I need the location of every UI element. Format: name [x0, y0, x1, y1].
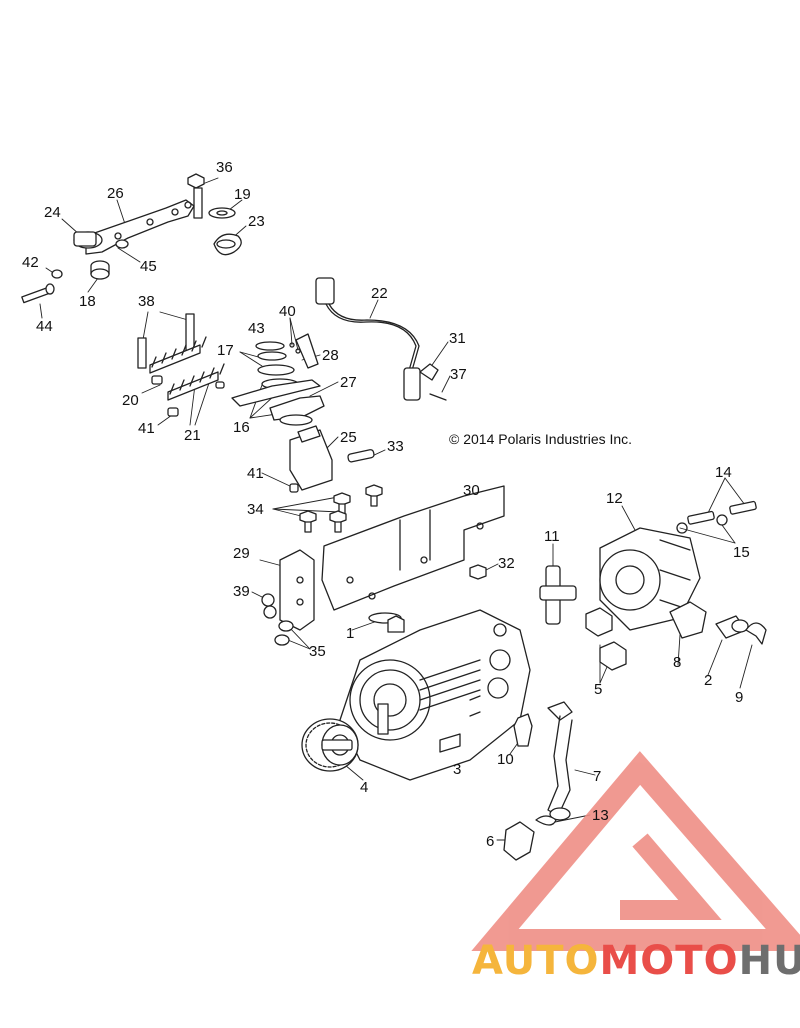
callout-14: 14 [715, 464, 732, 481]
callout-32: 32 [498, 555, 515, 572]
brand-part-moto: MOTO [599, 938, 739, 984]
brand-logo-icon [471, 751, 800, 951]
callout-13: 13 [592, 807, 609, 824]
callout-9: 9 [735, 689, 744, 706]
callout-21: 21 [184, 427, 201, 444]
spring-group [137, 313, 225, 417]
callout-15: 15 [733, 544, 750, 561]
callout-20: 20 [122, 392, 139, 409]
callout-35: 35 [309, 643, 326, 660]
callout-42: 42 [22, 254, 39, 271]
mounting-bracket [321, 485, 505, 611]
fittings-5 [585, 607, 627, 671]
outlet-fittings [669, 601, 767, 645]
callout-3: 3 [453, 761, 462, 778]
callout-25: 25 [340, 429, 357, 446]
callout-12: 12 [606, 490, 623, 507]
callout-1: 1 [346, 625, 355, 642]
callout-41a: 41 [138, 420, 155, 437]
callout-27: 27 [340, 374, 357, 391]
callout-5: 5 [594, 681, 603, 698]
gear-pump [599, 500, 757, 631]
brand-part-hub: HUB [738, 938, 800, 984]
callout-28: 28 [322, 347, 339, 364]
callout-40: 40 [279, 303, 296, 320]
callout-7: 7 [593, 768, 602, 785]
callout-30: 30 [463, 482, 480, 499]
callout-18: 18 [79, 293, 96, 310]
callout-29: 29 [233, 545, 250, 562]
callout-2: 2 [704, 672, 713, 689]
callout-26: 26 [107, 185, 124, 202]
bolts-34 [299, 484, 383, 533]
washer-stack [231, 333, 325, 426]
callout-8: 8 [673, 654, 682, 671]
callout-43: 43 [248, 320, 265, 337]
brand-wordmark: AUTOMOTOHUB [472, 938, 800, 984]
brand-part-auto: AUTO [472, 938, 600, 984]
callout-33: 33 [387, 438, 404, 455]
drive-gear [301, 718, 359, 772]
hose-assembly [503, 701, 573, 861]
callout-6: 6 [486, 833, 495, 850]
throttle-linkage-group [21, 173, 242, 304]
callout-45: 45 [140, 258, 157, 275]
tee-fitting [539, 565, 577, 625]
side-bracket [261, 549, 315, 646]
copyright-text: © 2014 Polaris Industries Inc. [449, 431, 633, 447]
callout-24: 24 [44, 204, 61, 221]
callout-10: 10 [497, 751, 514, 768]
callout-39: 39 [233, 583, 250, 600]
callout-22: 22 [371, 285, 388, 302]
callout-41b: 41 [247, 465, 264, 482]
hydraulic-pump [339, 609, 531, 781]
callout-11: 11 [544, 528, 560, 545]
callout-17: 17 [217, 342, 234, 359]
wire-harness [315, 277, 447, 401]
callout-31: 31 [449, 330, 466, 347]
callout-16: 16 [233, 419, 250, 436]
callout-4: 4 [360, 779, 369, 796]
callout-44: 44 [36, 318, 53, 335]
callout-38: 38 [138, 293, 155, 310]
callout-37: 37 [450, 366, 467, 383]
callout-36: 36 [216, 159, 233, 176]
callout-34: 34 [247, 501, 264, 518]
callout-19: 19 [234, 186, 251, 203]
sensor-group [289, 425, 375, 493]
callout-23: 23 [248, 213, 265, 230]
